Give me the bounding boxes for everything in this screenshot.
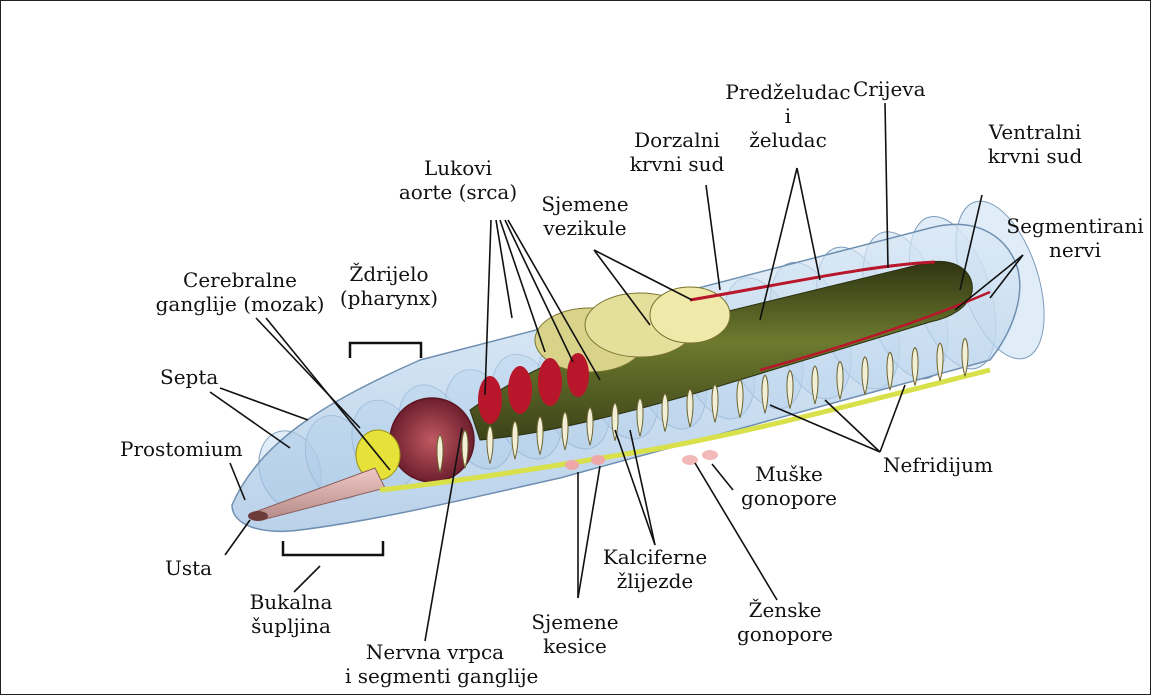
label-ventral-vessel: Ventralni krvni sud bbox=[980, 120, 1090, 168]
label-dorsal-vessel: Dorzalni krvni sud bbox=[622, 128, 732, 176]
label-nerve-line2: i segmenti ganglije bbox=[345, 664, 525, 688]
pharynx-bracket bbox=[350, 343, 421, 358]
label-pharynx: Ždrijelo (pharynx) bbox=[334, 262, 444, 310]
label-septa: Septa bbox=[160, 365, 218, 389]
label-female-line1: Ženske bbox=[730, 598, 840, 622]
label-prostomium: Prostomium bbox=[120, 437, 243, 461]
label-crop-line2: i bbox=[718, 104, 858, 128]
label-aortic-line1: Lukovi bbox=[388, 156, 528, 180]
label-aortic-arches: Lukovi aorte (srca) bbox=[388, 156, 528, 204]
label-buccal-line1: Bukalna bbox=[236, 590, 346, 614]
label-calciferous-glands: Kalciferne žlijezde bbox=[600, 545, 710, 593]
label-cerebral-line1: Cerebralne bbox=[140, 268, 340, 292]
label-usta: Usta bbox=[165, 556, 212, 580]
label-pharynx-line2: (pharynx) bbox=[334, 286, 444, 310]
label-calciferous-line2: žlijezde bbox=[600, 569, 710, 593]
nephridium bbox=[937, 343, 943, 381]
nephridium bbox=[962, 338, 968, 376]
label-nephridium: Nefridijum bbox=[883, 453, 993, 477]
mouth bbox=[248, 511, 268, 521]
label-dorsal-line1: Dorzalni bbox=[622, 128, 732, 152]
label-calciferous-line1: Kalciferne bbox=[600, 545, 710, 569]
buccal-bracket bbox=[283, 541, 383, 555]
label-ventral-line1: Ventralni bbox=[980, 120, 1090, 144]
label-crop-line3: želudac bbox=[718, 128, 858, 152]
label-seminal-receptacles-line1: Sjemene bbox=[520, 610, 630, 634]
pharynx bbox=[390, 398, 474, 482]
label-seminal-receptacles-line2: kesice bbox=[520, 634, 630, 658]
label-seminal-vesicles-line1: Sjemene bbox=[530, 192, 640, 216]
label-male-line2: gonopore bbox=[734, 486, 844, 510]
label-buccal-line2: šupljina bbox=[236, 614, 346, 638]
label-male-line1: Muške bbox=[734, 462, 844, 486]
label-aortic-line2: aorte (srca) bbox=[388, 180, 528, 204]
label-intestine: Crijeva bbox=[853, 77, 926, 101]
label-dorsal-line2: krvni sud bbox=[622, 152, 732, 176]
label-nerve-cord: Nervna vrpca i segmenti ganglije bbox=[345, 640, 525, 688]
label-cerebral-ganglia: Cerebralne ganglije (mozak) bbox=[140, 268, 340, 316]
label-segmental-line1: Segmentirani bbox=[1005, 214, 1145, 238]
label-nerve-line1: Nervna vrpca bbox=[345, 640, 525, 664]
label-crop-line1: Predželudac bbox=[718, 80, 858, 104]
label-segmental-nerves: Segmentirani nervi bbox=[1005, 214, 1145, 262]
label-seminal-vesicles-line2: vezikule bbox=[530, 216, 640, 240]
label-crop-gizzard: Predželudac i želudac bbox=[718, 80, 858, 152]
label-male-gonopores: Muške gonopore bbox=[734, 462, 844, 510]
label-buccal-cavity: Bukalna šupljina bbox=[236, 590, 346, 638]
label-seminal-vesicles: Sjemene vezikule bbox=[530, 192, 640, 240]
label-cerebral-line2: ganglije (mozak) bbox=[140, 292, 340, 316]
label-ventral-line2: krvni sud bbox=[980, 144, 1090, 168]
label-pharynx-line1: Ždrijelo bbox=[334, 262, 444, 286]
label-female-gonopores: Ženske gonopore bbox=[730, 598, 840, 646]
label-segmental-line2: nervi bbox=[1005, 238, 1145, 262]
label-seminal-receptacles: Sjemene kesice bbox=[520, 610, 630, 658]
label-female-line2: gonopore bbox=[730, 622, 840, 646]
